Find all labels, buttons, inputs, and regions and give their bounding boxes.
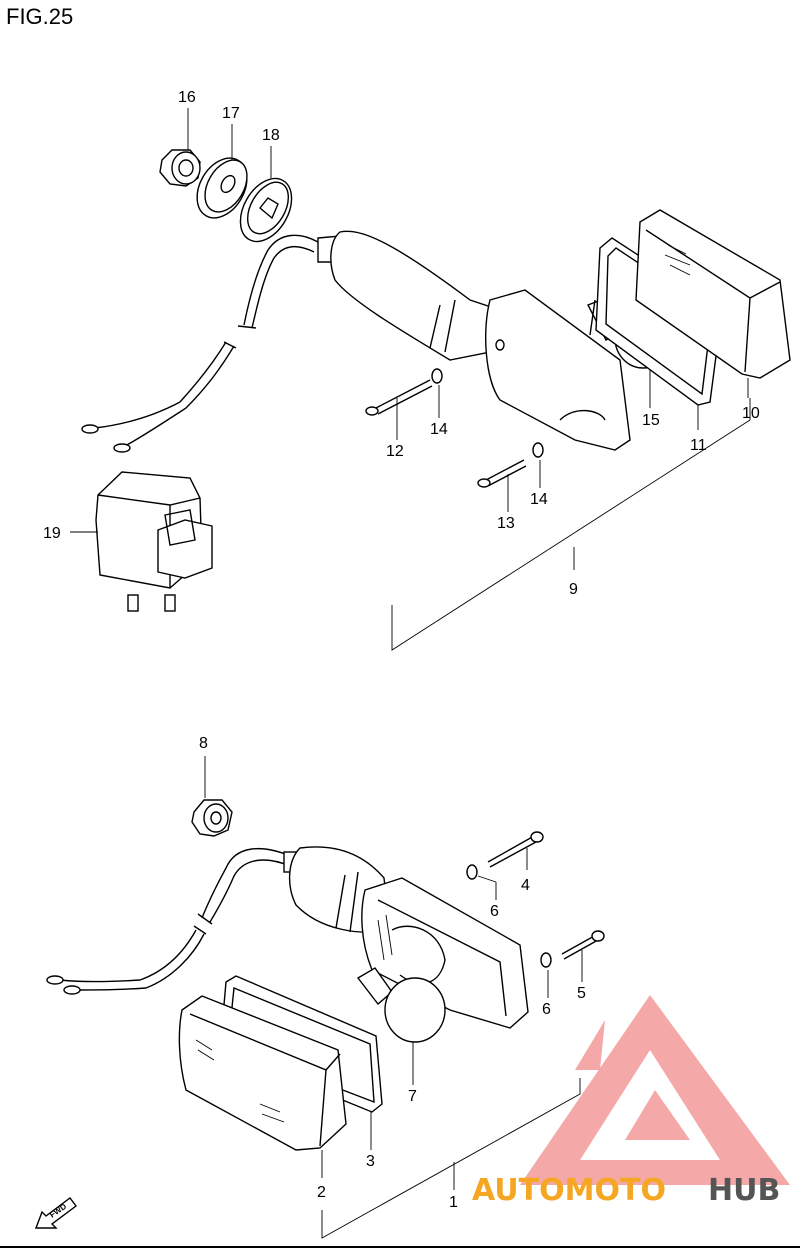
callout-5: 5 [577,985,586,1002]
callout-19: 19 [43,525,61,542]
washer-6a [466,864,478,880]
figure-title: FIG.25 [6,4,74,29]
callout-11: 11 [690,437,707,454]
callout-15: 15 [642,412,660,429]
callout-6b: 6 [542,1001,551,1018]
turn-signal-body-lower [283,846,529,1029]
wire-harness-upper [81,234,319,453]
callout-6a: 6 [490,903,499,920]
fwd-arrow-icon: FWD [34,1197,77,1229]
lens-2 [178,995,347,1151]
callout-3: 3 [366,1153,375,1170]
callout-1: 1 [449,1194,458,1211]
callout-16: 16 [178,89,196,106]
bracket-9 [391,398,751,651]
callout-4: 4 [521,877,530,894]
screw-13 [477,459,527,488]
screw-5 [561,930,605,960]
wire-harness-lower [46,848,291,995]
callout-10: 10 [742,405,760,422]
washer-6b [540,952,552,968]
callout-12: 12 [386,443,404,460]
bracket-1 [321,1078,581,1239]
callout-13: 13 [497,515,515,532]
callout-18: 18 [262,127,280,144]
watermark-logo [520,995,790,1185]
washer-18 [239,177,293,243]
watermark-automoto: AUTOMOTO [472,1173,666,1208]
callout-8: 8 [199,735,208,752]
callout-9: 9 [569,581,578,598]
washer-14b [532,442,544,458]
callout-2: 2 [317,1184,326,1201]
lens-10 [635,209,791,379]
callout-14b: 14 [530,491,548,508]
bulb-7 [356,967,446,1043]
screw-12 [365,379,433,416]
callout-14a: 14 [430,421,448,438]
watermark-hub: HUB [708,1173,780,1208]
relay-19 [95,471,213,612]
washer-14a [431,368,443,384]
nut-8 [191,799,233,837]
gasket-11 [595,237,723,406]
callout-17: 17 [222,105,240,122]
washer-17 [196,157,248,219]
screw-4 [487,831,544,868]
callout-7: 7 [408,1088,417,1105]
watermark-text: AUTOMOTO HUB [472,1173,780,1208]
nut-16 [159,149,201,187]
turn-signal-body-upper [317,230,631,451]
